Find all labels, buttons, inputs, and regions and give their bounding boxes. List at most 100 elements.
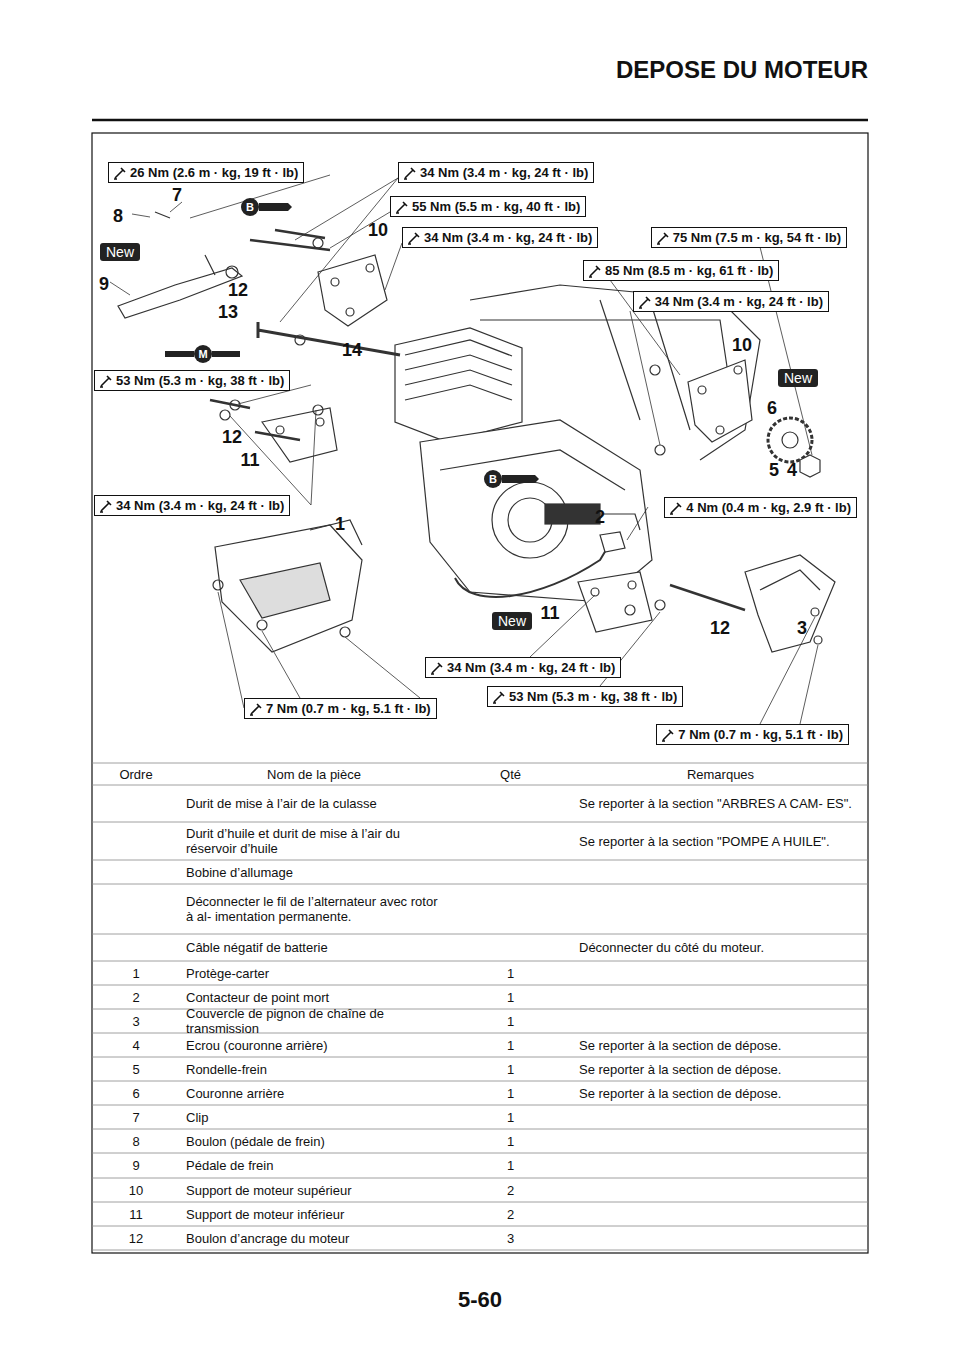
torque-box: 7 Nm (0.7 m · kg, 5.1 ft · lb): [656, 724, 849, 745]
cell-text: Déconnecter du côté du moteur.: [579, 940, 764, 955]
table-cell: Se reporter à la section de dépose.: [573, 1057, 868, 1081]
page-number: 5-60: [458, 1287, 502, 1313]
cell-text: 1: [507, 1014, 514, 1029]
cell-text: Support de moteur inférieur: [186, 1207, 344, 1222]
table-header: Remarques: [573, 763, 868, 785]
cell-text: Pédale de frein: [186, 1158, 273, 1173]
torque-icon: [492, 690, 506, 704]
table-cell: 3: [448, 1226, 573, 1250]
table-cell: 6: [92, 1081, 180, 1105]
callout-number: 11: [540, 603, 559, 624]
cell-text: 1: [507, 1110, 514, 1125]
cell-text: 1: [132, 966, 139, 981]
table-header: Nom de la pièce: [180, 763, 448, 785]
cell-text: Couronne arrière: [186, 1086, 284, 1101]
table-cell: 1: [448, 1081, 573, 1105]
torque-icon: [588, 264, 602, 278]
cell-text: Couvercle de pignon de chaîne de transmi…: [186, 1006, 442, 1036]
table-cell: Durit d’huile et durit de mise à l’air d…: [180, 822, 448, 860]
cell-text: 1: [507, 1134, 514, 1149]
torque-value: 34 Nm (3.4 m · kg, 24 ft · lb): [655, 294, 823, 309]
table-cell: 10: [92, 1178, 180, 1202]
cell-text: 10: [129, 1183, 143, 1198]
cell-text: 11: [129, 1207, 143, 1222]
table-cell: Durit de mise à l’air de la culasse: [180, 785, 448, 822]
callout-number: 7: [172, 185, 182, 206]
torque-value: 4 Nm (0.4 m · kg, 2.9 ft · lb): [686, 500, 851, 515]
table-cell: Bobine d’allumage: [180, 860, 448, 884]
table-cell: Clip: [180, 1105, 448, 1129]
table-cell: 1: [448, 1153, 573, 1178]
torque-value: 26 Nm (2.6 m · kg, 19 ft · lb): [130, 165, 298, 180]
lubricant-letter: M: [198, 348, 207, 360]
cell-text: Durit d’huile et durit de mise à l’air d…: [186, 826, 442, 856]
table-cell: 2: [448, 1178, 573, 1202]
table-cell: 1: [448, 1009, 573, 1033]
cell-text: 1: [507, 990, 514, 1005]
table-cell: 7: [92, 1105, 180, 1129]
table-cell: 12: [92, 1226, 180, 1250]
table-cell: Se reporter à la section de dépose.: [573, 1081, 868, 1105]
cell-text: Se reporter à la section de dépose.: [579, 1086, 781, 1101]
callout-number: 5: [769, 460, 779, 481]
cell-text: 12: [129, 1231, 143, 1246]
callout-number: 2: [595, 507, 605, 528]
torque-value: 53 Nm (5.3 m · kg, 38 ft · lb): [116, 373, 284, 388]
table-cell: Support de moteur inférieur: [180, 1202, 448, 1226]
torque-value: 85 Nm (8.5 m · kg, 61 ft · lb): [605, 263, 773, 278]
cell-text: 1: [507, 1038, 514, 1053]
callout-number: 6: [767, 398, 777, 419]
torque-icon: [669, 501, 683, 515]
callout-number: 1: [335, 514, 345, 535]
cell-text: 1: [507, 1062, 514, 1077]
cell-text: 4: [132, 1038, 139, 1053]
cell-text: Contacteur de point mort: [186, 990, 329, 1005]
table-cell: Ecrou (couronne arrière): [180, 1033, 448, 1057]
lubricant-letter: B: [246, 201, 254, 213]
cell-text: Ecrou (couronne arrière): [186, 1038, 328, 1053]
torque-box: 53 Nm (5.3 m · kg, 38 ft · lb): [94, 370, 290, 391]
callout-number: 9: [99, 274, 109, 295]
torque-icon: [249, 702, 263, 716]
torque-icon: [661, 728, 675, 742]
table-cell: 1: [448, 985, 573, 1009]
torque-value: 7 Nm (0.7 m · kg, 5.1 ft · lb): [678, 727, 843, 742]
cell-text: 1: [507, 1158, 514, 1173]
torque-box: 75 Nm (7.5 m · kg, 54 ft · lb): [651, 227, 847, 248]
table-cell: 9: [92, 1153, 180, 1178]
callout-number: 10: [368, 220, 388, 241]
torque-icon: [99, 499, 113, 513]
table-cell: 1: [92, 961, 180, 985]
torque-box: 4 Nm (0.4 m · kg, 2.9 ft · lb): [664, 497, 857, 518]
cell-text: 9: [132, 1158, 139, 1173]
table-cell: Déconnecter le fil de l’alternateur avec…: [180, 884, 448, 934]
torque-value: 75 Nm (7.5 m · kg, 54 ft · lb): [673, 230, 841, 245]
torque-box: 55 Nm (5.5 m · kg, 40 ft · lb): [390, 196, 586, 217]
cell-text: Se reporter à la section de dépose.: [579, 1062, 781, 1077]
cell-text: Clip: [186, 1110, 208, 1125]
torque-value: 53 Nm (5.3 m · kg, 38 ft · lb): [509, 689, 677, 704]
table-header: Ordre: [92, 763, 180, 785]
cell-text: Ordre: [119, 767, 152, 782]
torque-icon: [113, 166, 127, 180]
callout-number: 13: [218, 302, 238, 323]
badge-text: New: [498, 613, 526, 629]
table-cell: 3: [92, 1009, 180, 1033]
torque-box: 53 Nm (5.3 m · kg, 38 ft · lb): [487, 686, 683, 707]
table-cell: 2: [448, 1202, 573, 1226]
table-cell: Protège-carter: [180, 961, 448, 985]
badge-text: New: [784, 370, 812, 386]
cell-text: Support de moteur supérieur: [186, 1183, 351, 1198]
table-cell: Boulon (pédale de frein): [180, 1129, 448, 1153]
torque-value: 34 Nm (3.4 m · kg, 24 ft · lb): [424, 230, 592, 245]
cell-text: Déconnecter le fil de l’alternateur avec…: [186, 894, 442, 924]
table-cell: 2: [92, 985, 180, 1009]
cell-text: 2: [507, 1207, 514, 1222]
table-cell: 1: [448, 961, 573, 985]
cell-text: Nom de la pièce: [267, 767, 361, 782]
cell-text: 1: [507, 966, 514, 981]
callout-number: 8: [113, 206, 123, 227]
table-cell: Contacteur de point mort: [180, 985, 448, 1009]
torque-value: 7 Nm (0.7 m · kg, 5.1 ft · lb): [266, 701, 431, 716]
